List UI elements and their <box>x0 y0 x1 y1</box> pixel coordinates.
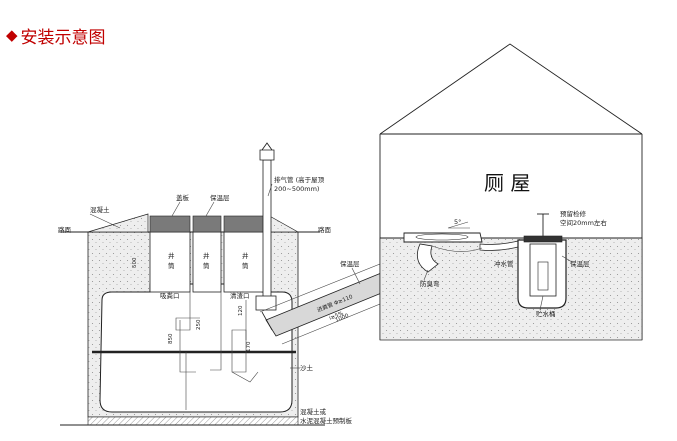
label-shaft-2b: 筒 <box>203 261 210 270</box>
dim-250: 250 <box>196 319 202 330</box>
diamond-icon: ◆ <box>6 26 18 44</box>
label-shaft-3b: 筒 <box>242 261 249 270</box>
cleanout-box <box>255 295 277 311</box>
label-insulation-right: 保温层 <box>570 259 590 268</box>
label-shaft-1: 井 <box>168 251 175 260</box>
label-tank-cover: 预留检修 <box>560 209 587 218</box>
label-insulation: 保温层 <box>210 193 230 202</box>
dim-850: 850 <box>168 333 174 344</box>
label-base-1: 混凝土或 <box>300 407 327 416</box>
label-cleanout-port: 清渣口 <box>230 291 250 300</box>
label-vent-pipe: 排气管 (高于屋顶 <box>274 175 325 184</box>
label-inlet-port: 吸粪口 <box>160 291 180 300</box>
lid-2 <box>192 215 222 233</box>
shaft-2 <box>192 231 222 293</box>
label-shaft-1b: 筒 <box>168 261 175 270</box>
base-slab <box>87 416 299 426</box>
label-water-tank: 贮水桶 <box>536 309 556 318</box>
label-concrete-top: 混凝土 <box>90 205 110 214</box>
label-slope-angle: 5° <box>454 218 461 226</box>
tank-body <box>99 283 293 413</box>
vent-pipe <box>262 159 272 301</box>
label-vent-height: 200~500mm) <box>274 185 319 193</box>
label-shaft-2: 井 <box>203 251 210 260</box>
dim-1000: 1000 <box>335 313 351 324</box>
septic-tank-section <box>60 142 325 426</box>
lid-3 <box>223 215 265 233</box>
house-label: 厕 屋 <box>484 171 530 195</box>
label-shaft-3: 井 <box>242 251 249 260</box>
tank-cover <box>523 235 563 243</box>
label-pipe-insulation: 保温层 <box>340 259 360 268</box>
label-tank-cover-2: 空间20mm左右 <box>560 218 607 227</box>
vent-cap <box>259 149 275 161</box>
page-title: ◆ 安装示意图 <box>6 22 106 48</box>
anti-odor-bend <box>416 243 439 273</box>
label-sand: 沙土 <box>300 363 314 372</box>
label-flush-pipe: 冲水管 <box>494 259 514 268</box>
label-base-2: 水泥混凝土预制板 <box>300 416 353 425</box>
house-roof <box>379 43 643 135</box>
lid-1 <box>149 215 191 233</box>
dim-120: 120 <box>238 305 244 316</box>
concrete-top-left <box>87 213 149 233</box>
label-slope: i≥5% <box>329 311 345 322</box>
label-road: 路面 <box>58 225 72 234</box>
toilet-house <box>379 43 643 341</box>
label-anti-odor: 防臭弯 <box>420 279 440 288</box>
dim-500: 500 <box>132 257 138 268</box>
shaft-1 <box>149 231 191 293</box>
label-lid: 盖板 <box>176 193 190 202</box>
label-road-right: 路面 <box>318 225 332 234</box>
dim-170: 170 <box>246 341 252 352</box>
title-text: 安装示意图 <box>20 27 106 48</box>
